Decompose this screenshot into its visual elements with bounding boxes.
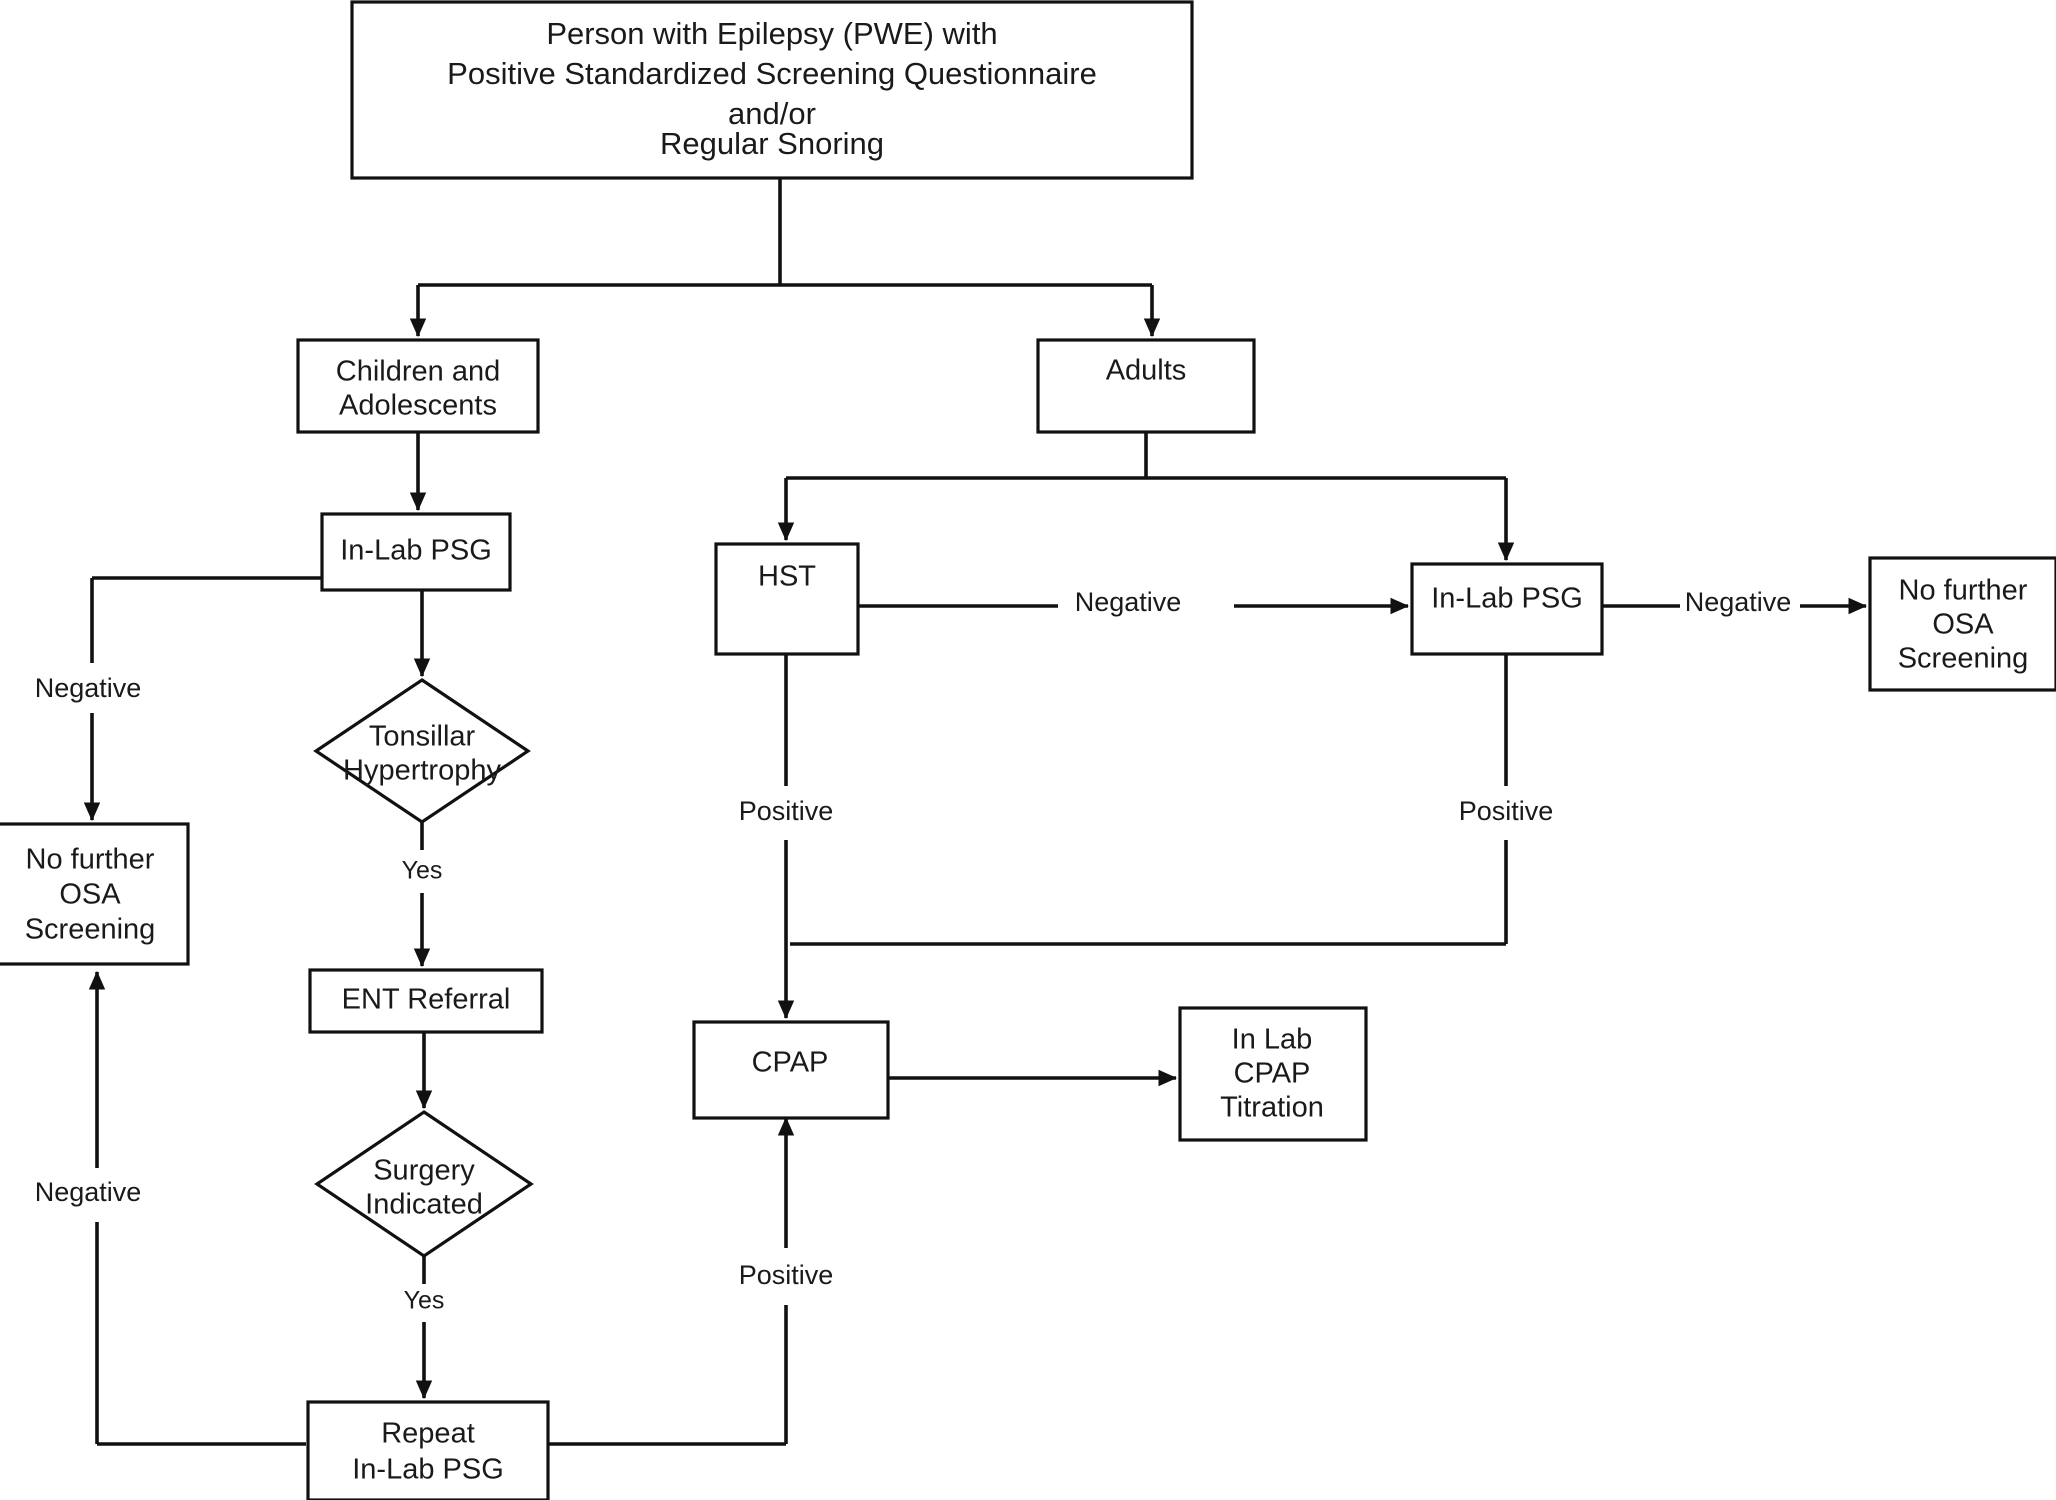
node-start[interactable]: Person with Epilepsy (PWE) with Positive… [350, 0, 1194, 180]
edge-label-adult-psg-negative: Negative [1685, 587, 1792, 617]
node-start-line-2: Positive Standardized Screening Question… [447, 56, 1097, 91]
edge-start-to-split [409, 178, 1161, 338]
node-hst[interactable]: HST [714, 542, 860, 656]
node-titration-line-2: CPAP [1234, 1058, 1311, 1090]
edge-label-tonsillar-yes: Yes [402, 857, 443, 885]
node-children-adolescents[interactable]: Children and Adolescents [296, 338, 540, 434]
node-children-line-2: Adolescents [339, 390, 497, 422]
node-surgery-line-2: Indicated [365, 1189, 483, 1221]
node-no-further-left-line-2: OSA [59, 879, 121, 911]
edge-label-repeat-psg-positive: Positive [739, 1260, 834, 1290]
node-repeat-in-lab-psg[interactable]: Repeat In-Lab PSG [306, 1400, 550, 1500]
node-adults-label: Adults [1106, 355, 1187, 387]
node-cpap-label: CPAP [752, 1047, 829, 1079]
node-repeat-psg-line-1: Repeat [381, 1418, 475, 1450]
edge-label-peds-psg-negative: Negative [35, 673, 142, 703]
edge-label-surgery-yes: Yes [404, 1287, 445, 1315]
node-tonsillar-hypertrophy[interactable]: Tonsillar Hypertrophy [313, 678, 531, 824]
edge-repeat-psg-negative [88, 970, 306, 1446]
node-peds-in-lab-psg[interactable]: In-Lab PSG [320, 512, 512, 592]
node-no-further-right-line-1: No further [1899, 575, 2028, 607]
edge-label-repeat-psg-negative: Negative [35, 1177, 142, 1207]
node-no-further-right-line-3: Screening [1898, 643, 2029, 675]
node-no-further-osa-screening-left[interactable]: No further OSA Screening [0, 822, 190, 966]
node-children-line-1: Children and [336, 356, 500, 388]
edge-peds-psg-negative [83, 576, 322, 822]
node-hst-label: HST [758, 561, 816, 593]
node-start-line-3: and/or [728, 96, 816, 131]
node-surgery-line-1: Surgery [373, 1155, 475, 1187]
node-no-further-right-line-2: OSA [1932, 609, 1994, 641]
node-ent-referral[interactable]: ENT Referral [308, 968, 544, 1034]
node-start-line-4: Regular Snoring [660, 126, 884, 161]
node-surgery-indicated[interactable]: Surgery Indicated [314, 1110, 534, 1258]
node-peds-psg-label: In-Lab PSG [340, 535, 492, 567]
node-tonsillar-line-1: Tonsillar [369, 721, 476, 753]
node-in-lab-cpap-titration[interactable]: In Lab CPAP Titration [1178, 1006, 1368, 1142]
node-no-further-osa-screening-right[interactable]: No further OSA Screening [1868, 556, 2056, 692]
edge-repeat-psg-positive [548, 1116, 795, 1446]
node-no-further-left-line-3: Screening [25, 914, 156, 946]
node-adult-psg-label: In-Lab PSG [1431, 583, 1583, 615]
edge-label-adult-psg-positive: Positive [1459, 796, 1554, 826]
node-start-line-1: Person with Epilepsy (PWE) with [546, 16, 997, 51]
node-no-further-left-line-1: No further [26, 844, 155, 876]
node-titration-line-3: Titration [1220, 1092, 1324, 1124]
node-titration-line-1: In Lab [1232, 1024, 1313, 1056]
node-tonsillar-line-2: Hypertrophy [343, 755, 501, 787]
node-repeat-psg-line-2: In-Lab PSG [352, 1454, 504, 1486]
edge-adults-split [777, 432, 1515, 562]
node-adult-in-lab-psg[interactable]: In-Lab PSG [1410, 562, 1604, 656]
edge-adult-psg-positive [790, 654, 1508, 946]
node-ent-referral-label: ENT Referral [342, 984, 511, 1016]
node-cpap[interactable]: CPAP [692, 1020, 890, 1120]
node-adults[interactable]: Adults [1036, 338, 1256, 434]
edge-label-hst-negative: Negative [1075, 587, 1182, 617]
edge-label-hst-positive: Positive [739, 796, 834, 826]
